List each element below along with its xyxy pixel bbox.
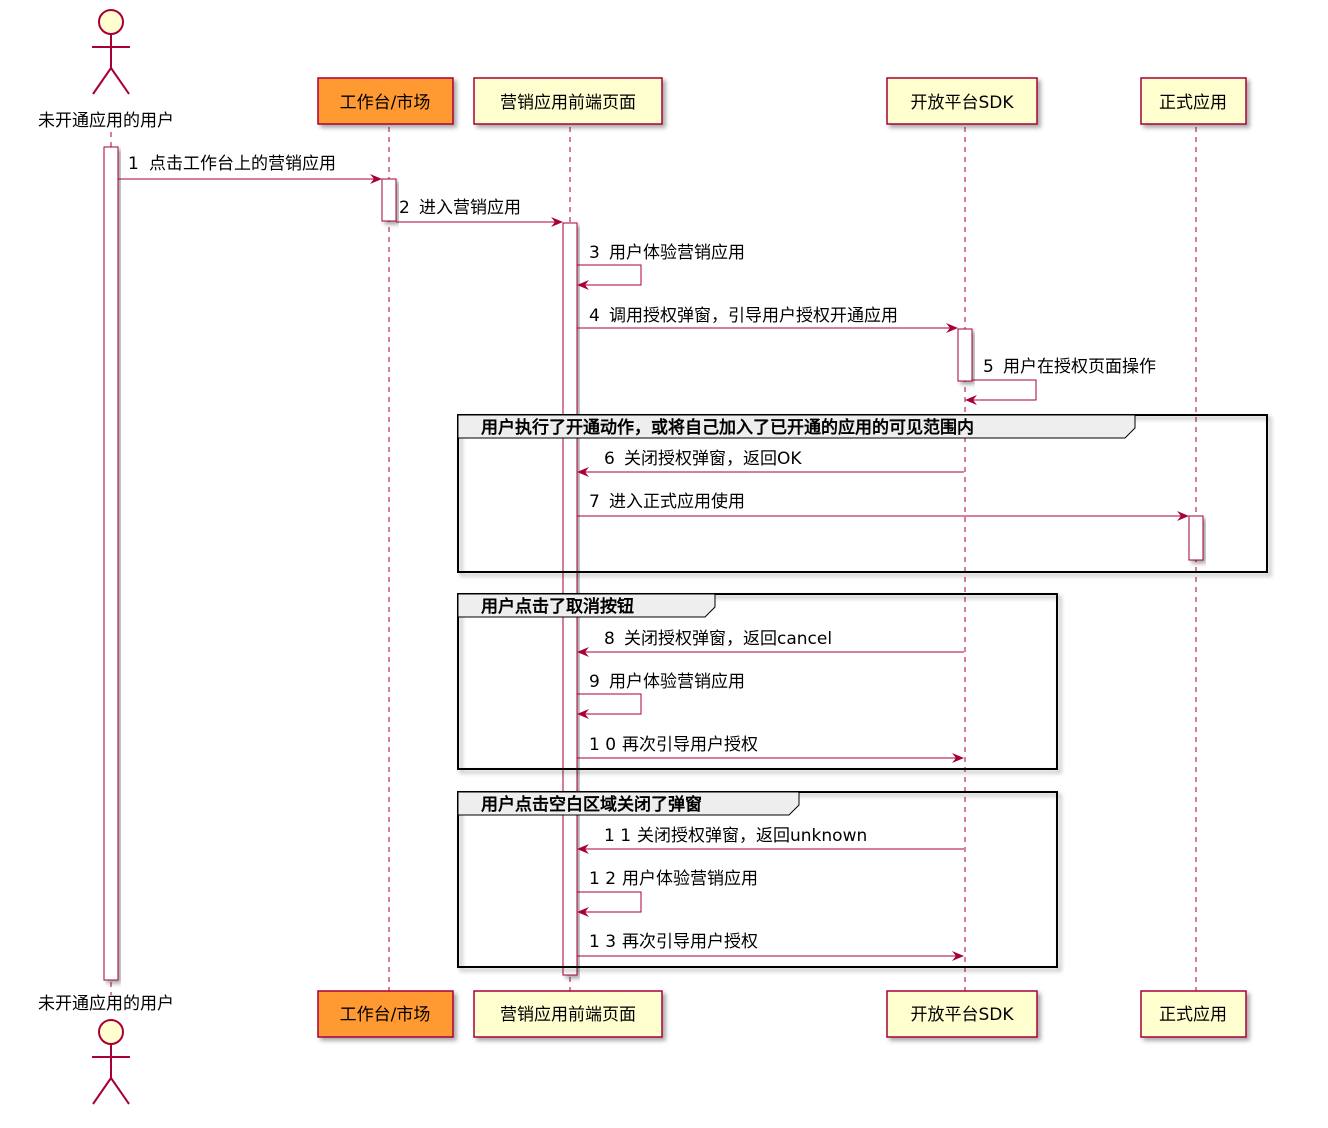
activation-workbench (381, 178, 397, 222)
message-9: 9 用户体验营销应用 (577, 672, 745, 719)
group-title: 用户点击了取消按钮 (481, 596, 634, 617)
group-frame-header (457, 791, 800, 816)
participant-sdk-bottom: 开放平台SDK (886, 990, 1038, 1038)
group-frame-box (457, 593, 1058, 770)
participant-frontend-bottom: 营销应用前端页面 (473, 990, 663, 1038)
group-frame-3: 用户点击空白区域关闭了弹窗 (457, 791, 1058, 968)
actor-user-bottom: 未开通应用的用户 (38, 994, 174, 1105)
participant-workbench-bottom: 工作台/市场 (317, 990, 454, 1038)
message-number: 1 3 (589, 932, 616, 952)
message-3: 3 用户体验营销应用 (577, 243, 745, 290)
message-number: 1 0 (589, 735, 616, 755)
actor-user-top: 未开通应用的用户 (38, 9, 174, 131)
message-number: 4 (589, 306, 600, 326)
message-label: 用户体验营销应用 (622, 869, 758, 889)
participant-label: 开放平台SDK (910, 93, 1014, 113)
participant-label: 营销应用前端页面 (500, 1005, 636, 1025)
participant-label: 未开通应用的用户 (38, 111, 174, 131)
message-number: 7 (589, 492, 600, 512)
message-number: 1 2 (589, 869, 616, 889)
message-number: 1 (128, 154, 139, 174)
message-arrow (577, 693, 642, 719)
activation-bars (103, 146, 1204, 981)
participant-label: 未开通应用的用户 (38, 994, 174, 1014)
message-label: 用户体验营销应用 (609, 243, 745, 263)
message-label: 用户在授权页面操作 (1003, 357, 1156, 377)
participant-box (317, 990, 454, 1038)
group-frame-header (457, 414, 1136, 439)
message-number: 5 (983, 357, 994, 377)
message-10: 1 0 再次引导用户授权 (577, 735, 964, 763)
message-number: 9 (589, 672, 600, 692)
group-frame-box (457, 414, 1268, 573)
message-label: 用户体验营销应用 (609, 672, 745, 692)
message-label: 关闭授权弹窗，返回cancel (624, 629, 832, 649)
message-label: 再次引导用户授权 (622, 735, 758, 755)
message-5: 5 用户在授权页面操作 (965, 357, 1156, 405)
message-11: 1 1 关闭授权弹窗，返回unknown (577, 826, 964, 854)
message-arrow (965, 379, 1037, 405)
message-7: 7 进入正式应用使用 (577, 491, 1189, 521)
activation-app (1188, 515, 1204, 561)
message-number: 6 (604, 449, 615, 469)
participant-label: 营销应用前端页面 (500, 93, 636, 113)
participant-app-bottom: 正式应用 (1140, 990, 1247, 1038)
message-4: 4 调用授权弹窗，引导用户授权开通应用 (577, 306, 958, 333)
activation-user (103, 146, 119, 981)
participant-label: 工作台/市场 (340, 1005, 431, 1025)
message-1: 1 点击工作台上的营销应用 (118, 154, 382, 184)
participant-app-top: 正式应用 (1140, 77, 1247, 125)
message-label: 调用授权弹窗，引导用户授权开通应用 (609, 306, 898, 326)
message-number: 3 (589, 243, 600, 263)
message-12: 1 2 用户体验营销应用 (577, 869, 758, 917)
message-label: 关闭授权弹窗，返回unknown (637, 826, 867, 846)
message-2: 2 进入营销应用 (396, 198, 563, 227)
message-number: 8 (604, 629, 615, 649)
message-label: 进入营销应用 (419, 198, 521, 218)
messages: 1 点击工作台上的营销应用 2 进入营销应用 3 用户体验营销应用 4 调用授权… (118, 154, 1189, 961)
message-6: 6 关闭授权弹窗，返回OK (577, 449, 964, 477)
message-label: 点击工作台上的营销应用 (149, 154, 336, 174)
participant-box (1140, 77, 1247, 125)
participant-box (1140, 990, 1247, 1038)
participant-label: 正式应用 (1159, 93, 1227, 113)
message-label: 关闭授权弹窗，返回OK (624, 449, 802, 469)
group-frame-2: 用户点击了取消按钮 (457, 593, 1058, 770)
message-8: 8 关闭授权弹窗，返回cancel (577, 629, 964, 657)
participant-frontend-top: 营销应用前端页面 (473, 77, 663, 125)
participant-label: 正式应用 (1159, 1005, 1227, 1025)
message-label: 再次引导用户授权 (622, 932, 758, 952)
message-arrow (577, 264, 642, 290)
activation-sdk (957, 328, 973, 382)
group-frame-header (457, 593, 716, 618)
message-arrow (577, 891, 642, 917)
message-label: 进入正式应用使用 (609, 491, 745, 512)
participant-box (317, 77, 454, 125)
message-number: 1 1 (604, 826, 631, 846)
participant-workbench-top: 工作台/市场 (317, 77, 454, 125)
participant-sdk-top: 开放平台SDK (886, 77, 1038, 125)
participants-bottom: 未开通应用的用户 工作台/市场 营销应用前端页面 开放平台SDK 正式应用 (38, 990, 1247, 1105)
participant-label: 工作台/市场 (340, 93, 431, 113)
participant-box (886, 990, 1038, 1038)
group-title: 用户点击空白区域关闭了弹窗 (481, 794, 702, 815)
actor-icon (92, 9, 130, 95)
participants-top: 未开通应用的用户 工作台/市场 营销应用前端页面 开放平台SDK 正式应用 (38, 9, 1247, 131)
message-13: 1 3 再次引导用户授权 (577, 932, 964, 961)
participant-box (473, 77, 663, 125)
group-title: 用户执行了开通动作，或将自己加入了已开通的应用的可见范围内 (481, 417, 974, 438)
participant-box (886, 77, 1038, 125)
group-frame-1: 用户执行了开通动作，或将自己加入了已开通的应用的可见范围内 (457, 414, 1268, 573)
participant-box (473, 990, 663, 1038)
participant-label: 开放平台SDK (910, 1005, 1014, 1025)
actor-icon (92, 1019, 130, 1105)
message-number: 2 (399, 198, 410, 218)
